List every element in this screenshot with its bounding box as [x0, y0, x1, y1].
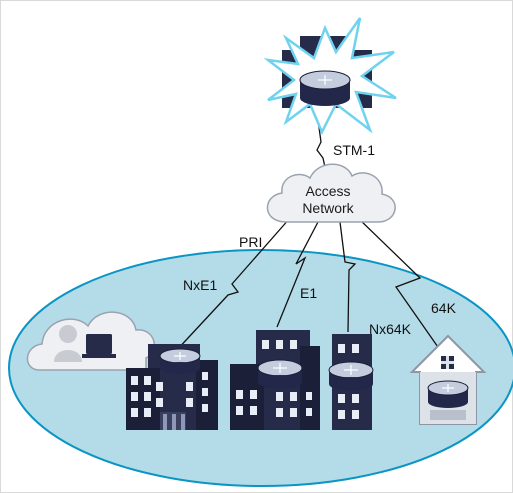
e1-label: E1 [300, 285, 317, 301]
e1-link [276, 221, 319, 328]
stm1-link [316, 119, 327, 173]
stm1-label: STM-1 [333, 142, 375, 158]
nx64k-link [339, 221, 357, 333]
office-building-icon [328, 334, 374, 430]
links [174, 119, 448, 361]
64k-link [357, 217, 448, 361]
nxe1-label: NxE1 [183, 277, 217, 293]
office-building-icon [126, 344, 218, 430]
pri-label: PRI [239, 234, 262, 250]
nx64k-label: Nx64K [369, 321, 412, 337]
office-building-icon [230, 330, 320, 430]
core-router-starburst-icon [263, 17, 397, 135]
access-network-label-line1: Access [305, 183, 350, 199]
remote-worker-cloud-icon [26, 311, 156, 371]
64k-label: 64K [431, 300, 457, 316]
access-network-label-line2: Network [302, 200, 354, 216]
home-router-icon [409, 334, 487, 425]
nxe1-link [174, 217, 291, 353]
access-network-cloud-icon: Access Network [266, 163, 396, 223]
